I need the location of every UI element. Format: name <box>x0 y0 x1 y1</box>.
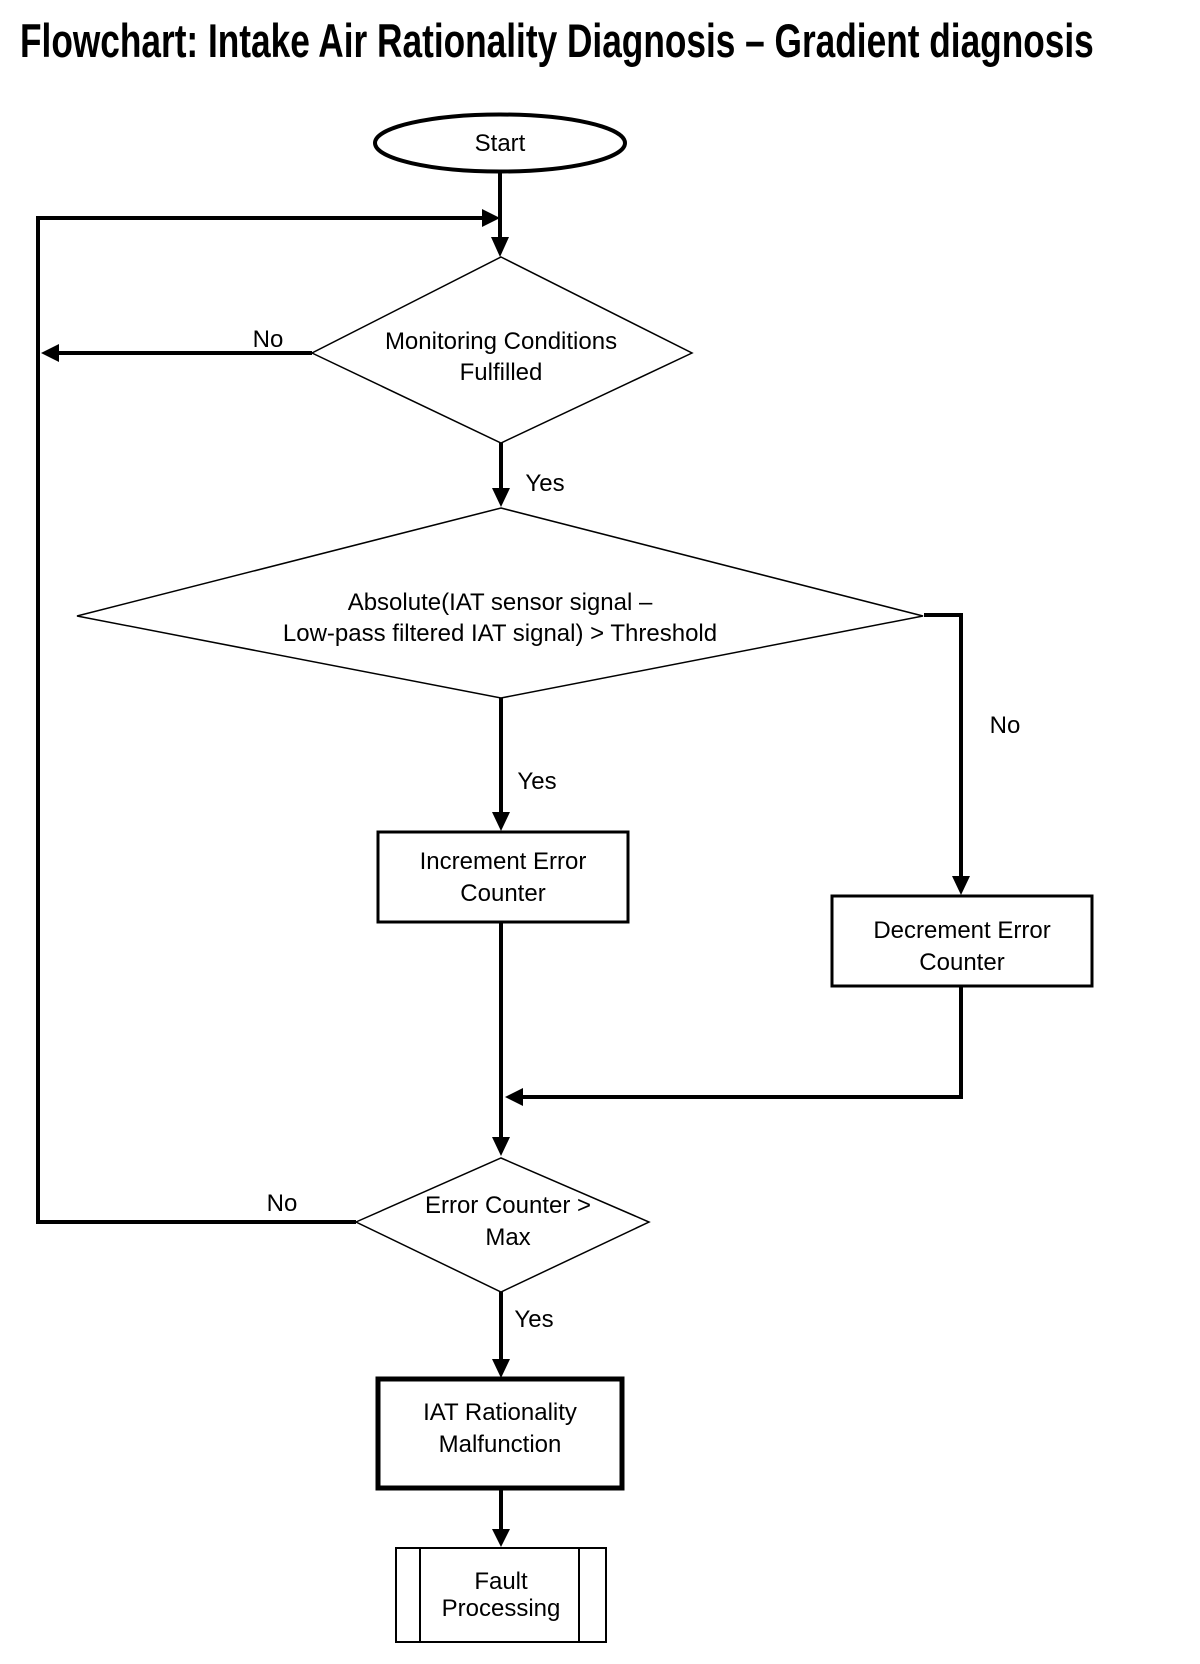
edge-loop-feedback <box>36 216 482 1224</box>
arrowhead-into-fault <box>492 1529 510 1547</box>
decrement-label-line1: Decrement Error <box>873 917 1050 944</box>
monitoring-label-line2: Fulfilled <box>460 359 543 386</box>
gradient-label-line2: Low-pass filtered IAT signal) > Threshol… <box>283 620 717 647</box>
label-gradient-yes: Yes <box>517 768 556 795</box>
gradient-label-line1: Absolute(IAT sensor signal – <box>348 589 653 616</box>
label-error-counter-no: No <box>267 1190 298 1217</box>
malfunction-label-line2: Malfunction <box>439 1431 562 1458</box>
increment-label-line2: Counter <box>460 880 545 907</box>
monitoring-label-line1: Monitoring Conditions <box>385 328 617 355</box>
arrowhead-into-gradient <box>492 488 510 507</box>
gradient-decision-shape <box>76 507 924 699</box>
decrement-label-line2: Counter <box>919 949 1004 976</box>
arrowhead-into-increment <box>492 812 510 831</box>
fault-processing-shape <box>395 1547 607 1643</box>
label-monitoring-yes: Yes <box>525 470 564 497</box>
label-error-counter-yes: Yes <box>514 1306 553 1333</box>
fault-label-line2: Processing <box>442 1595 561 1622</box>
start-terminator-shape <box>373 112 627 174</box>
label-gradient-no: No <box>990 712 1021 739</box>
decrement-process-shape <box>830 894 1094 988</box>
increment-label-line1: Increment Error <box>420 848 587 875</box>
arrowhead-monitoring-no <box>41 344 59 362</box>
error-counter-label-line2: Max <box>485 1224 530 1251</box>
malfunction-process-shape <box>375 1376 625 1491</box>
malfunction-label-line1: IAT Rationality <box>423 1399 577 1426</box>
fault-label-line1: Fault <box>474 1568 528 1595</box>
start-label: Start <box>475 130 526 157</box>
increment-process-shape <box>376 830 630 924</box>
arrowhead-into-malfunction <box>492 1359 510 1378</box>
monitoring-decision-shape <box>310 256 694 444</box>
error-counter-label-line1: Error Counter > <box>425 1192 591 1219</box>
arrowhead-into-monitoring <box>491 237 509 257</box>
arrowhead-merge-into-main <box>505 1088 523 1106</box>
arrowhead-into-counter <box>492 1137 510 1156</box>
arrowhead-loop-into-main <box>482 209 500 227</box>
error-counter-decision-shape <box>354 1157 651 1293</box>
arrowhead-into-decrement <box>952 876 970 895</box>
edge-gradient-no <box>924 613 963 877</box>
edge-decrement-merge <box>523 986 963 1099</box>
label-monitoring-no: No <box>253 326 284 353</box>
page-title: Flowchart: Intake Air Rationality Diagno… <box>20 14 1094 67</box>
